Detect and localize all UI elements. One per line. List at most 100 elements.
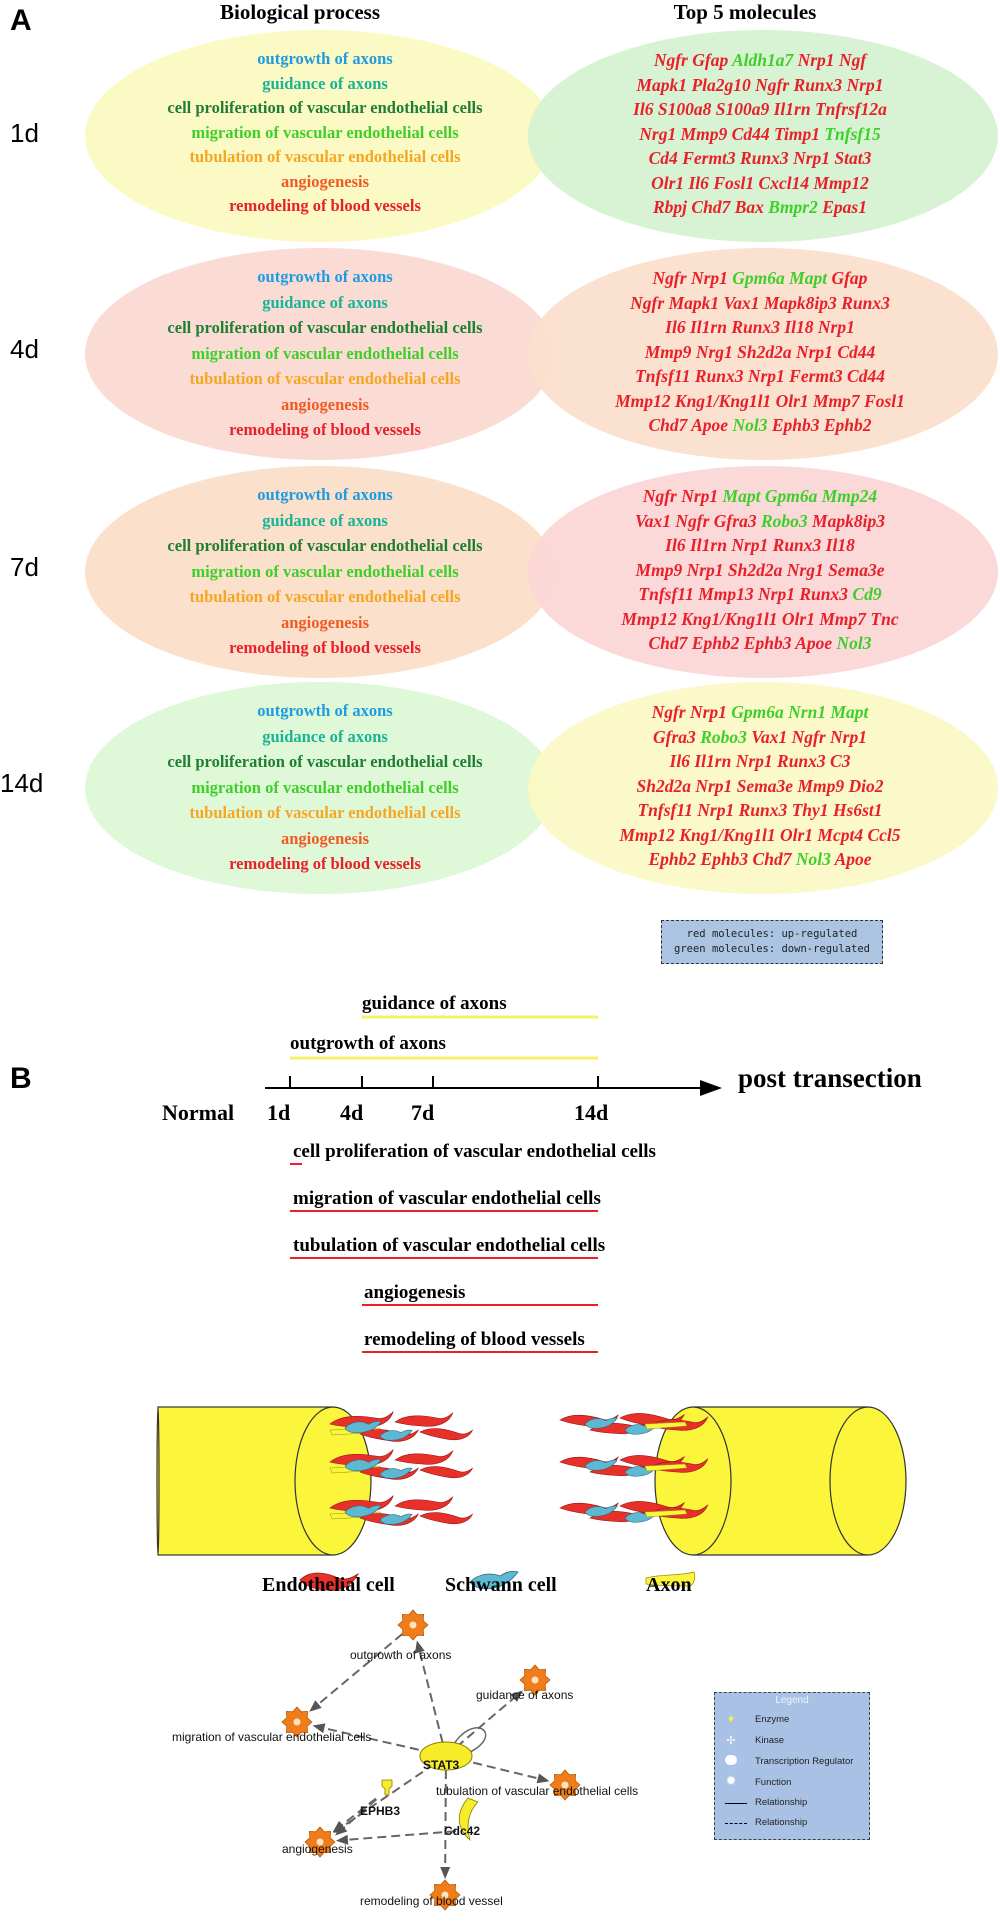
molecule-name: Runx3 (772, 535, 822, 555)
process-text: cell proliferation of vascular endotheli… (167, 752, 483, 771)
molecule-name: Thy1 (791, 800, 829, 820)
ephb3-to-angiogenesis-edge-2-arrowhead (335, 1823, 348, 1836)
endothelial-cell (589, 1461, 649, 1477)
transcription-regulator-icon (725, 1755, 737, 1765)
angiogenesis-label: angiogenesis (364, 1282, 466, 1303)
molecule-name: Chd7 (648, 633, 688, 653)
process-text: angiogenesis (280, 171, 369, 191)
endothelial-cell (589, 1419, 649, 1435)
molecule-name: Ephb2 (823, 415, 872, 435)
molecule-line: Rbpj Chd7 Bax Bmpr2 Epas1 (560, 197, 960, 218)
molecule-name: Gpm6a (764, 486, 818, 506)
axon (644, 1463, 688, 1472)
endothelial-cell (419, 1512, 474, 1525)
fn-tubulation-label: tubulation of vascular endothelial cells (436, 1784, 639, 1798)
molecule-line: Ngfr Nrp1 Gpm6a Mapt Gfap (560, 268, 960, 289)
process-text: cell proliferation of vascular endotheli… (167, 98, 483, 117)
network-legend: Legend ♦ Enzyme ✢ Kinase Transcription R… (714, 1692, 870, 1840)
molecule-line: Mmp12 Kng1/Kng1l1 Olr1 Mcpt4 Ccl5 (560, 825, 960, 846)
molecule-name: Nrg1 (639, 123, 677, 144)
endothelial-cell (394, 1412, 454, 1427)
molecule-name: Ngfr (791, 726, 826, 747)
outgrowth-node-hole (409, 1621, 417, 1629)
process-ellipse (85, 682, 555, 894)
molecule-name: Mmp24 (821, 486, 878, 506)
stat3-to-tubulation-node (459, 1758, 546, 1782)
molecule-name: Mmp12 (615, 390, 671, 411)
molecule-name: Nrn1 (788, 702, 827, 722)
process-text: remodeling of blood vessels (229, 420, 421, 439)
molecule-name: Il6 (669, 751, 690, 771)
molecule-name: Tnfsf11 (635, 366, 691, 386)
relationship-dashed-line (725, 1823, 747, 1824)
process-ellipse (85, 466, 555, 678)
molecule-line: Mmp9 Nrp1 Sh2d2a Nrg1 Sema3e (560, 560, 960, 581)
molecule-name: Nrp1 (747, 366, 785, 386)
outgrowth-to-migration-edge-arrowhead (309, 1700, 322, 1712)
nerve-stump-left (156, 1406, 372, 1556)
endothelial-cell (359, 1429, 420, 1442)
endothelial-cell (559, 1502, 619, 1515)
process-text: guidance of axons (262, 292, 388, 312)
process-text: remodeling of blood vessels (229, 196, 421, 215)
enzyme-icon: ♦ (728, 1713, 734, 1725)
molecule-name: Sh2d2a (727, 559, 783, 580)
process-ellipse (85, 248, 555, 460)
axon (644, 1509, 688, 1518)
ephb3-label: EPHB3 (360, 1804, 401, 1818)
stat3-to-tubulation-node-arrowhead (536, 1773, 550, 1784)
molecule-name: Il1rn (689, 317, 727, 337)
endothelial-cell (329, 1410, 394, 1428)
molecule-name: Mapk8ip3 (812, 510, 885, 531)
outgrowth-of-axons-label: outgrowth of axons (290, 1033, 446, 1054)
fn-guidance-label: guidance of axons (476, 1688, 574, 1702)
molecule-line: Mapk1 Pla2g10 Ngfr Runx3 Nrp1 (560, 75, 960, 96)
molecule-name: Tnfsf11 (637, 800, 693, 820)
molecule-line: Il6 Il1rn Nrp1 Runx3 C3 (560, 751, 960, 772)
molecule-name: Bmpr2 (768, 197, 818, 217)
stat3-label: STAT3 (423, 1758, 460, 1772)
molecule-name: Pla2g10 (691, 74, 751, 95)
molecule-name: Ngfr (651, 702, 686, 722)
schwann-cell-label: Schwann cell (445, 1574, 557, 1596)
fn-remodeling-label: remodeling of blood vessel (360, 1894, 503, 1908)
legend-kinase: Kinase (755, 1735, 785, 1746)
molecule-ellipse (528, 30, 998, 242)
molecule-name: Ngfr (653, 50, 688, 70)
molecule-name: Hs6st1 (832, 800, 883, 820)
axon (329, 1465, 383, 1474)
molecule-line: Tnfsf11 Mmp13 Nrp1 Runx3 Cd9 (560, 584, 960, 605)
molecule-name: Nrp1 (686, 559, 724, 580)
molecule-line: Olr1 Il6 Fosl1 Cxcl14 Mmp12 (560, 173, 960, 194)
molecule-name: Mapt (830, 702, 869, 722)
process-text: cell proliferation of vascular endotheli… (167, 318, 483, 337)
process-text: tubulation of vascular endothelial cells (189, 587, 461, 606)
molecule-name: Ngfr (630, 292, 665, 313)
endothelial-cell (329, 1494, 394, 1512)
process-text: tubulation of vascular endothelial cells (189, 803, 461, 822)
schwann-cell (584, 1505, 618, 1517)
molecule-name: Mmp13 (698, 584, 754, 604)
fn-outgrowth-label: outgrowth of axons (350, 1648, 452, 1662)
molecule-line: Chd7 Ephb2 Ephb3 Apoe Nol3 (560, 633, 960, 654)
process-text: migration of vascular endothelial cells (191, 122, 459, 142)
molecule-name: Bax (734, 197, 764, 217)
molecule-name: Il6 (633, 99, 654, 119)
molecule-name: Gpm6a (731, 702, 784, 722)
molecule-name: Ephb2 (648, 849, 697, 869)
process-text: tubulation of vascular endothelial cells (189, 147, 461, 166)
legend-relationship-solid: Relationship (755, 1797, 808, 1808)
molecule-name: Aldh1a7 (731, 50, 794, 70)
molecule-name: Stat3 (834, 148, 872, 168)
molecule-name: Fermt3 (789, 366, 843, 386)
molecule-name: Runx3 (793, 74, 843, 95)
axon (329, 1511, 383, 1520)
endothelial-cell (419, 1466, 474, 1479)
endothelial-cell (359, 1513, 420, 1526)
molecule-name: Mmp7 (819, 608, 867, 629)
molecule-name: Nrg1 (786, 559, 824, 580)
outgrowth-node (397, 1609, 429, 1641)
endothelial-cell (394, 1496, 454, 1511)
endothelial-cell (649, 1504, 709, 1519)
molecule-name: Tnfrsf12a (814, 99, 887, 119)
